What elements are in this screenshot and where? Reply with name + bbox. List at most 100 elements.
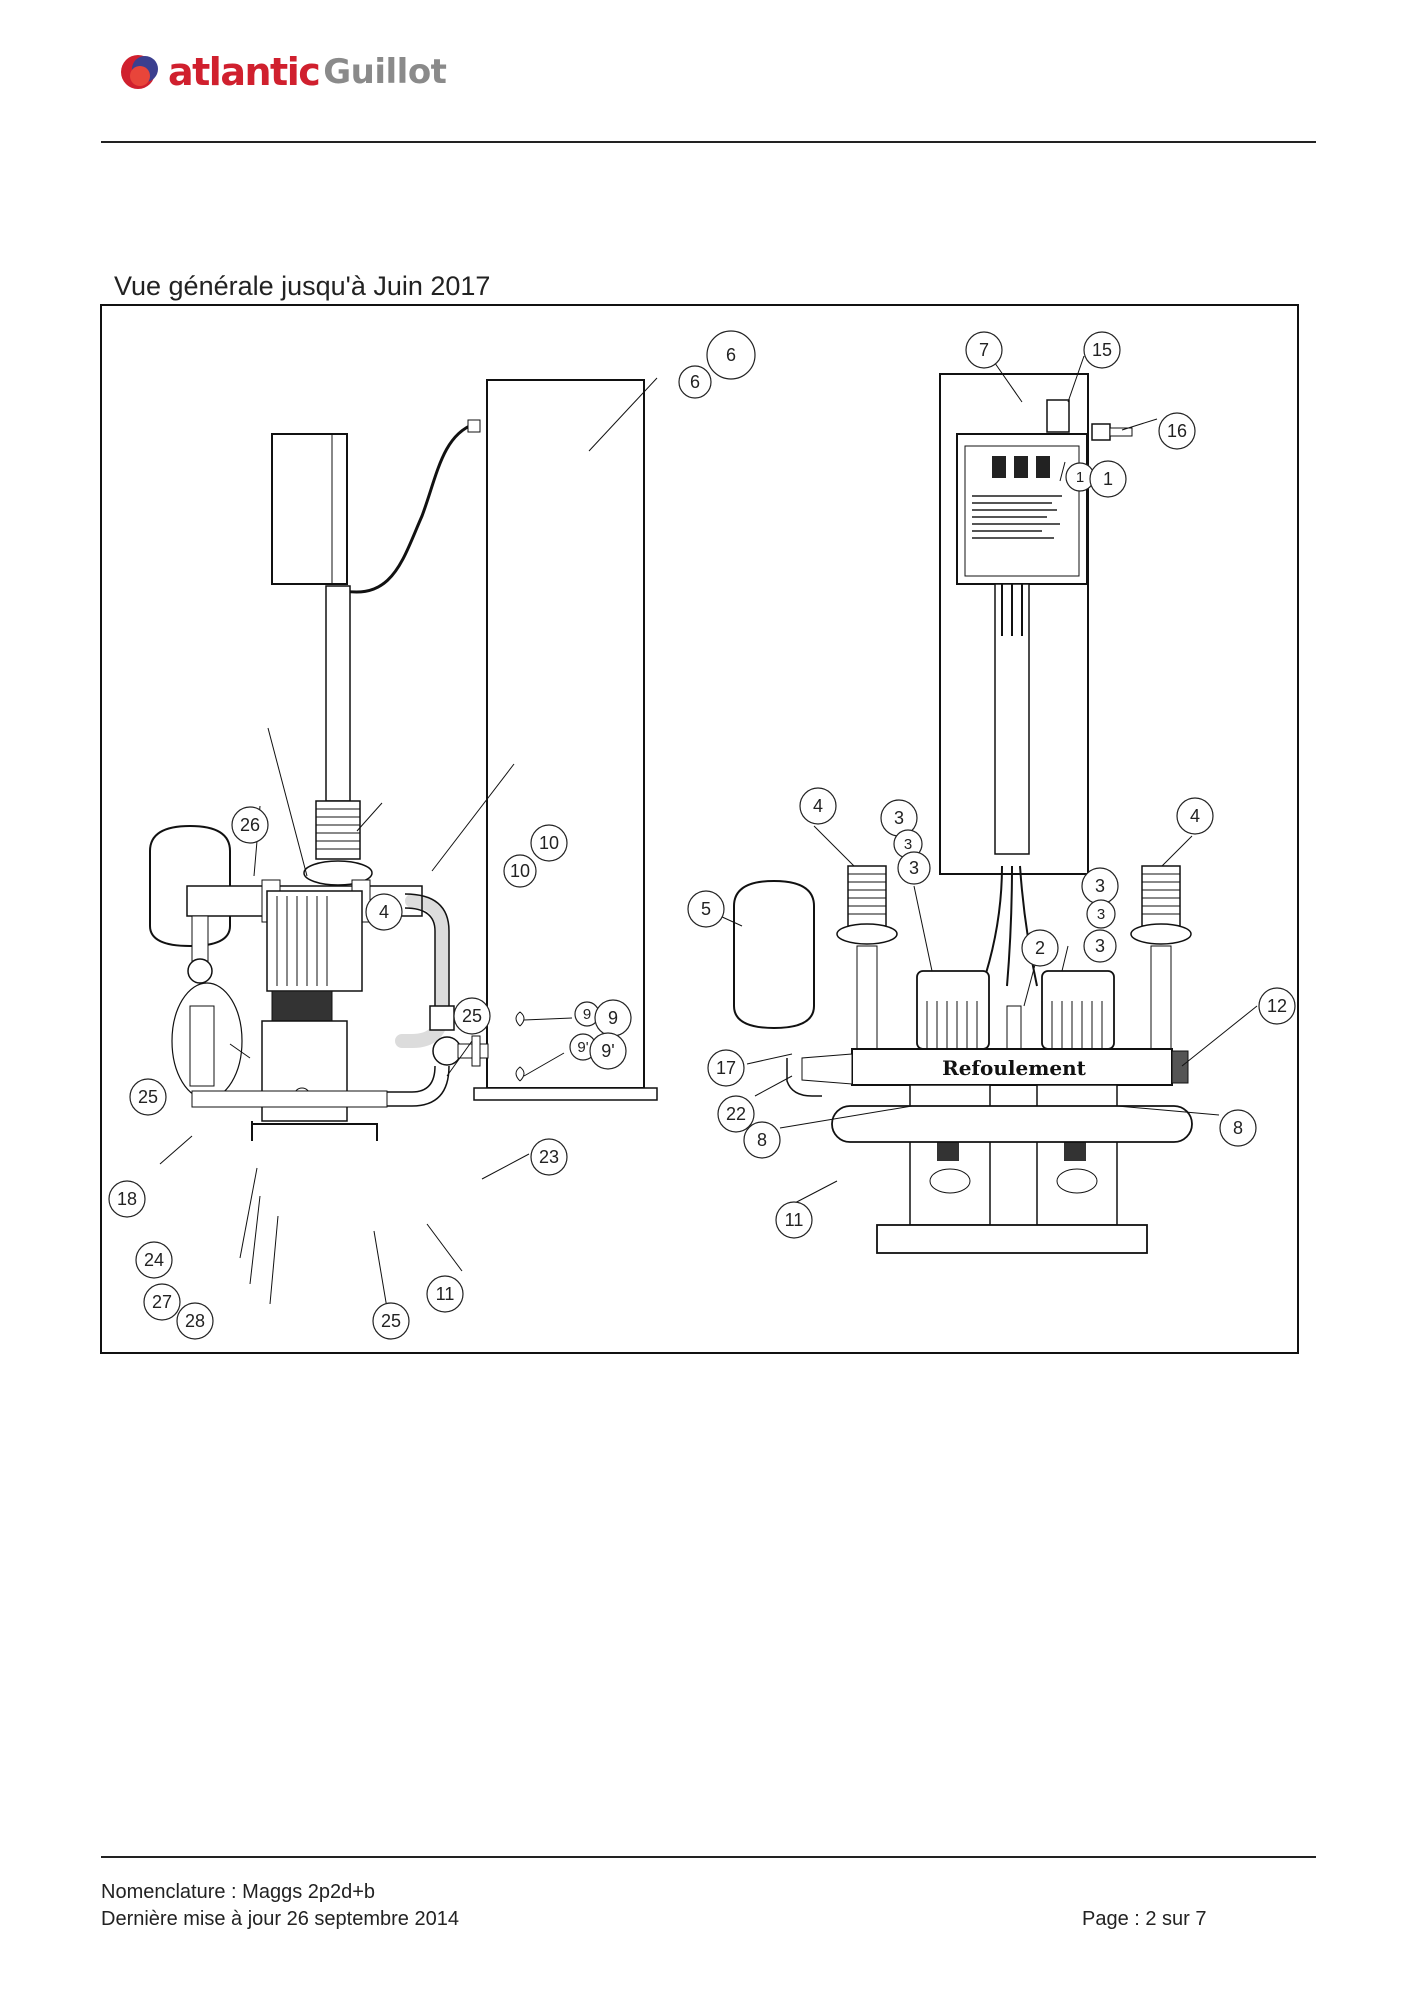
svg-text:3: 3 (1097, 906, 1105, 923)
callout-15: 15 (1083, 331, 1121, 369)
callout-24: 24 (135, 1241, 173, 1279)
pump-station-drawing: 6 6 26 10 10 4 25 9 9 9' 9' 25 23 18 24 … (108, 330, 1296, 1340)
atlantic-logo-icon (121, 55, 158, 89)
svg-text:3: 3 (909, 858, 919, 878)
callout-25b: 25 (129, 1078, 167, 1116)
callout-3b: 3 (893, 829, 923, 859)
key-symbol-9prime (515, 1052, 565, 1082)
svg-text:28: 28 (185, 1311, 205, 1331)
control-box-front (956, 399, 1133, 585)
svg-text:11: 11 (785, 1210, 804, 1230)
callout-27: 27 (143, 1283, 181, 1321)
svg-text:25: 25 (462, 1006, 482, 1026)
svg-text:17: 17 (716, 1058, 736, 1078)
callout-9prime-b: 9' (589, 1032, 627, 1070)
base-frame (876, 1224, 1148, 1254)
svg-text:25: 25 (381, 1311, 401, 1331)
callout-3e: 3 (1086, 899, 1116, 929)
svg-text:8: 8 (1233, 1118, 1243, 1138)
footer-divider (101, 1856, 1316, 1858)
callout-12: 12 (1258, 987, 1296, 1025)
pressure-sensor-stack (303, 800, 373, 886)
callout-6b: 6 (678, 365, 712, 399)
callout-8-right: 8 (1219, 1109, 1257, 1147)
svg-text:22: 22 (726, 1104, 746, 1124)
svg-text:3: 3 (894, 808, 904, 828)
callout-22: 22 (717, 1095, 755, 1133)
svg-text:2: 2 (1035, 938, 1045, 958)
svg-text:9: 9 (583, 1006, 591, 1023)
svg-text:4: 4 (813, 796, 823, 816)
callout-25a: 25 (453, 997, 491, 1035)
footer-nomenclature: Nomenclature : Maggs 2p2d+b (101, 1881, 376, 1903)
callout-25c: 25 (372, 1302, 410, 1340)
callout-4-right-a: 4 (799, 787, 837, 825)
callout-1a: 1 (1065, 462, 1095, 492)
svg-text:3: 3 (1095, 936, 1105, 956)
callout-3c: 3 (897, 851, 931, 885)
svg-text:4: 4 (1190, 806, 1200, 826)
callout-26: 26 (231, 806, 269, 844)
callout-23: 23 (530, 1138, 568, 1176)
callout-18: 18 (108, 1180, 146, 1218)
spring-stack-left (836, 865, 898, 1057)
svg-text:5: 5 (701, 899, 711, 919)
svg-text:9': 9' (601, 1041, 614, 1061)
svg-text:6: 6 (690, 372, 700, 392)
right-front-view: Refoulement (687, 331, 1296, 1254)
svg-text:16: 16 (1167, 421, 1187, 441)
footer-page-number: Page : 2 sur 7 (1082, 1908, 1207, 1930)
svg-text:1: 1 (1076, 469, 1084, 486)
logo-brand-text: atlantic (168, 50, 321, 94)
callout-11-right: 11 (775, 1201, 813, 1239)
callout-4-left: 4 (365, 893, 403, 931)
section-title: Vue générale jusqu'à Juin 2017 (114, 271, 491, 301)
callout-2: 2 (1021, 929, 1059, 967)
svg-text:11: 11 (436, 1284, 455, 1304)
left-side-view: 6 6 26 10 10 4 25 9 9 9' 9' 25 23 18 24 … (108, 330, 756, 1340)
left-callouts: 6 6 26 10 10 4 25 9 9 9' 9' 25 23 18 24 … (108, 330, 756, 1340)
svg-text:7: 7 (979, 340, 989, 360)
manifold-label: Refoulement (942, 1056, 1087, 1080)
callout-10b: 10 (503, 854, 537, 888)
key-symbol-9 (515, 1011, 573, 1027)
callout-11-left: 11 (426, 1275, 464, 1313)
svg-text:12: 12 (1267, 996, 1287, 1016)
callout-7: 7 (965, 331, 1003, 369)
header-divider (101, 141, 1316, 143)
callout-9b: 9 (594, 999, 632, 1037)
discharge-manifold: Refoulement (801, 1048, 1189, 1086)
brand-logo: atlantic Guillot (118, 44, 498, 100)
technical-drawing-frame: 6 6 26 10 10 4 25 9 9 9' 9' 25 23 18 24 … (100, 304, 1299, 1354)
svg-text:15: 15 (1092, 340, 1112, 360)
svg-text:24: 24 (144, 1250, 164, 1270)
svg-text:6: 6 (726, 345, 736, 365)
motor-right (1041, 970, 1115, 1050)
callout-5: 5 (687, 890, 725, 928)
control-box-side (271, 433, 348, 585)
svg-text:9': 9' (577, 1039, 588, 1056)
svg-text:3: 3 (904, 836, 912, 853)
footer-last-update: Dernière mise à jour 26 septembre 2014 (101, 1908, 459, 1930)
right-callouts: 7 15 16 1 1 4 3 3 3 4 5 3 3 3 2 12 17 22… (687, 331, 1296, 1239)
callout-28: 28 (176, 1302, 214, 1340)
vertical-pipe (325, 585, 351, 802)
callout-4-right-b: 4 (1176, 797, 1214, 835)
callout-3d: 3 (1081, 867, 1119, 905)
svg-text:10: 10 (510, 861, 530, 881)
expansion-tank-right (733, 879, 815, 1030)
svg-text:3: 3 (1095, 876, 1105, 896)
callout-10a: 10 (530, 824, 568, 862)
svg-text:9: 9 (608, 1008, 618, 1028)
logo-sub-text: Guillot (323, 52, 447, 92)
left-panel (486, 379, 645, 1089)
callout-16: 16 (1158, 412, 1196, 450)
svg-text:26: 26 (240, 815, 260, 835)
svg-text:27: 27 (152, 1292, 172, 1312)
callout-3f: 3 (1083, 929, 1117, 963)
spring-stack-right (1130, 865, 1192, 1057)
svg-text:1: 1 (1103, 469, 1113, 489)
svg-text:18: 18 (117, 1189, 137, 1209)
svg-text:23: 23 (539, 1147, 559, 1167)
callout-6a: 6 (706, 330, 756, 380)
